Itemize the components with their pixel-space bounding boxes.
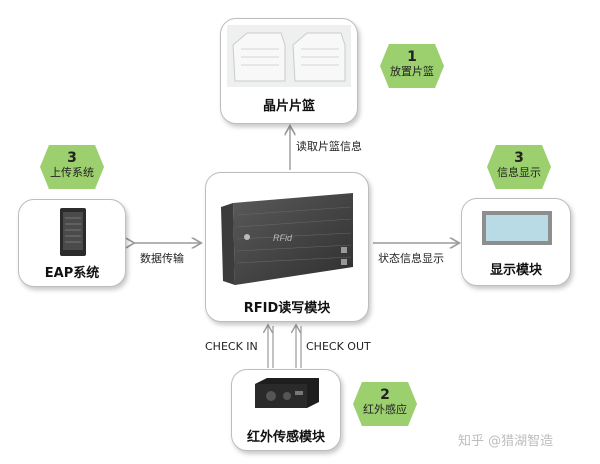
- display-panel-icon: [482, 211, 552, 245]
- label-data-transfer: 数据传输: [140, 252, 184, 265]
- rfid-device-image: RFid: [221, 193, 353, 285]
- display-label: 显示模块: [489, 263, 542, 278]
- rfid-label: RFID读写模块: [243, 301, 331, 316]
- label-check-in: CHECK IN: [205, 340, 258, 353]
- rfid-node: RFid RFID读写模块: [205, 172, 369, 322]
- server-rack-icon: [60, 208, 86, 256]
- label-status-display: 状态信息显示: [378, 252, 444, 265]
- eap-node: EAP系统: [18, 199, 126, 287]
- infrared-node: 红外传感模块: [231, 369, 341, 451]
- display-node: 显示模块: [461, 198, 571, 286]
- label-read-basket: 读取片篮信息: [296, 140, 362, 153]
- eap-label: EAP系统: [44, 266, 100, 281]
- infrared-label: 红外传感模块: [246, 430, 325, 445]
- wafer-basket-image: [227, 25, 351, 87]
- infrared-sensor-image: [255, 378, 319, 408]
- label-check-out: CHECK OUT: [306, 340, 371, 353]
- rfid-device-text: RFid: [273, 233, 293, 243]
- wafer-basket-label: 晶片片篮: [262, 99, 315, 114]
- watermark: 知乎 @猎湖智造: [458, 434, 554, 449]
- wafer-basket-node: 晶片片篮: [220, 18, 358, 124]
